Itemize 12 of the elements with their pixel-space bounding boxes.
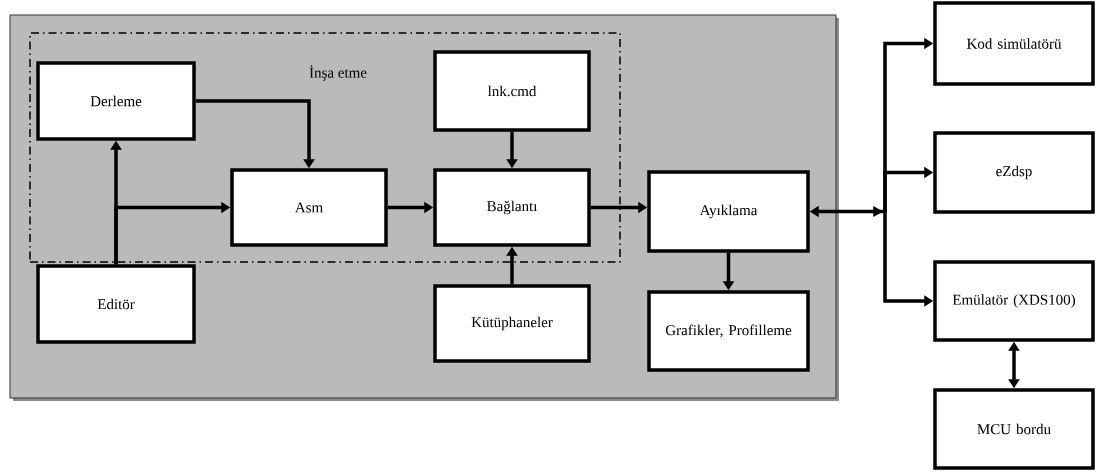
process-box: lnk.cmd (433, 50, 591, 132)
process-box: eZdsp (933, 131, 1095, 214)
process-box: Grafikler, Profilleme (647, 290, 810, 372)
process-box: Emülatör (XDS100) (933, 260, 1095, 342)
process-box: MCU bordu (933, 388, 1095, 470)
process-box: Asm (230, 168, 388, 247)
process-box: Ayıklama (647, 170, 810, 253)
process-box: Bağlantı (433, 168, 591, 247)
process-box: Derleme (36, 61, 196, 141)
process-box: Kod simülatörü (933, 1, 1095, 86)
process-box: Editör (36, 264, 196, 344)
process-box: Kütüphaneler (433, 284, 591, 363)
